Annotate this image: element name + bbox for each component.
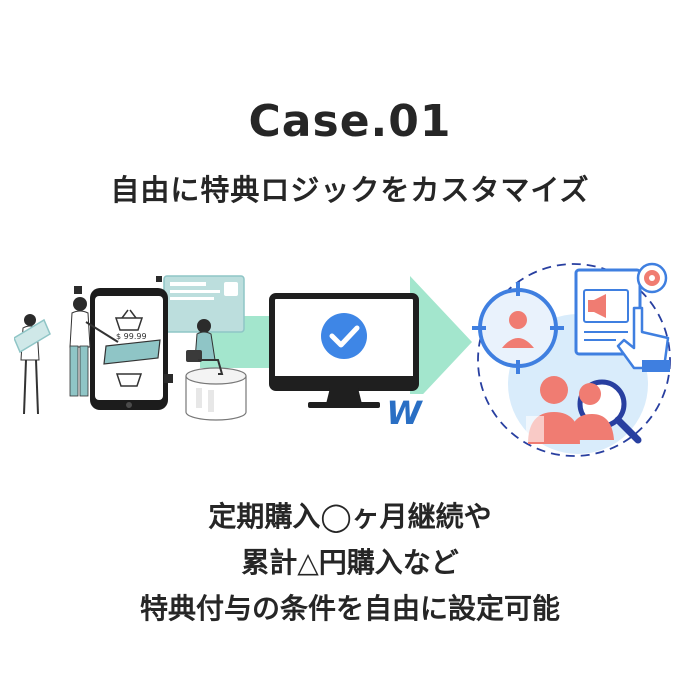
description-line-3: 特典付与の条件を自由に設定可能 [139,592,560,625]
price-tag: $ 99.99 [116,332,147,341]
floating-badges-icon [74,276,173,383]
online-shopping-illustration: $ 99.99 [14,275,247,421]
description-line-2: 累計△円購入など [241,546,459,579]
checkmark-icon [329,325,360,348]
monitor-illustration: W [269,293,426,432]
description-line-1: 定期購入◯ヶ月継続や [208,500,492,533]
monitor-stand-icon [326,388,362,404]
campaign-card-icon [574,268,642,356]
pedestal-icon [185,367,247,421]
case-subtitle: 自由に特典ロジックをカスタマイズ [110,173,590,207]
feature-description: 定期購入◯ヶ月継続や 累計△円購入など 特典付与の条件を自由に設定可能 [0,494,700,632]
brand-w-logo: W [382,394,426,432]
bullseye-icon [636,262,668,294]
pointing-hand-icon [616,306,670,372]
person-standing-icon [69,297,119,397]
person-seated-icon [186,319,224,375]
case-title: Case.01 [248,96,452,147]
svg-text:W: W [386,394,423,432]
check-circle-icon [321,313,367,359]
people-search-icon [526,376,642,444]
target-audience-illustration [472,262,671,457]
person-left-icon [14,314,51,415]
product-card-icon [103,339,161,365]
target-crosshair-icon [472,282,564,374]
dashboard-panel-icon [163,275,245,333]
